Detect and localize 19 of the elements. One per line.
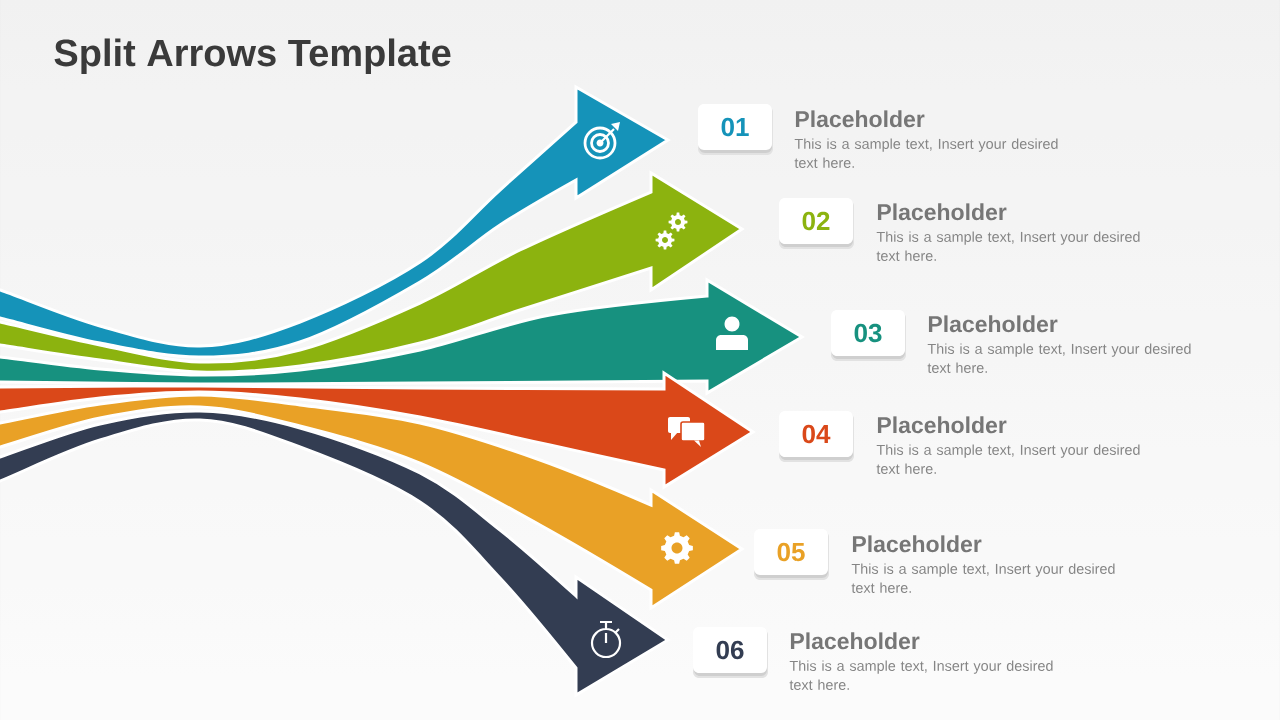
heading: Placeholder [877, 203, 1007, 221]
number-box: 01 [698, 104, 773, 155]
number-box: 05 [754, 529, 829, 580]
body-text: This is a sample text, Insert your desired text here. [794, 138, 1058, 168]
heading: Placeholder [790, 632, 920, 650]
body-text: This is a sample text, Insert your desired text here. [876, 444, 1140, 474]
heading: Placeholder [877, 416, 1007, 434]
title: Split Arrows Template [54, 38, 451, 74]
number-box: 04 [779, 411, 854, 462]
body-text: This is a sample text, Insert your desired text here. [876, 231, 1140, 261]
body-text: This is a sample text, Insert your desired text here. [789, 660, 1053, 690]
heading: Placeholder [928, 315, 1058, 333]
body-text: This is a sample text, Insert your desired text here. [927, 343, 1191, 373]
number-box: 06 [693, 627, 768, 678]
body-text: This is a sample text, Insert your desired text here. [851, 563, 1115, 593]
number-box: 02 [779, 198, 854, 249]
heading: Placeholder [852, 535, 982, 553]
heading: Placeholder [795, 110, 925, 128]
number-box: 03 [831, 310, 906, 361]
